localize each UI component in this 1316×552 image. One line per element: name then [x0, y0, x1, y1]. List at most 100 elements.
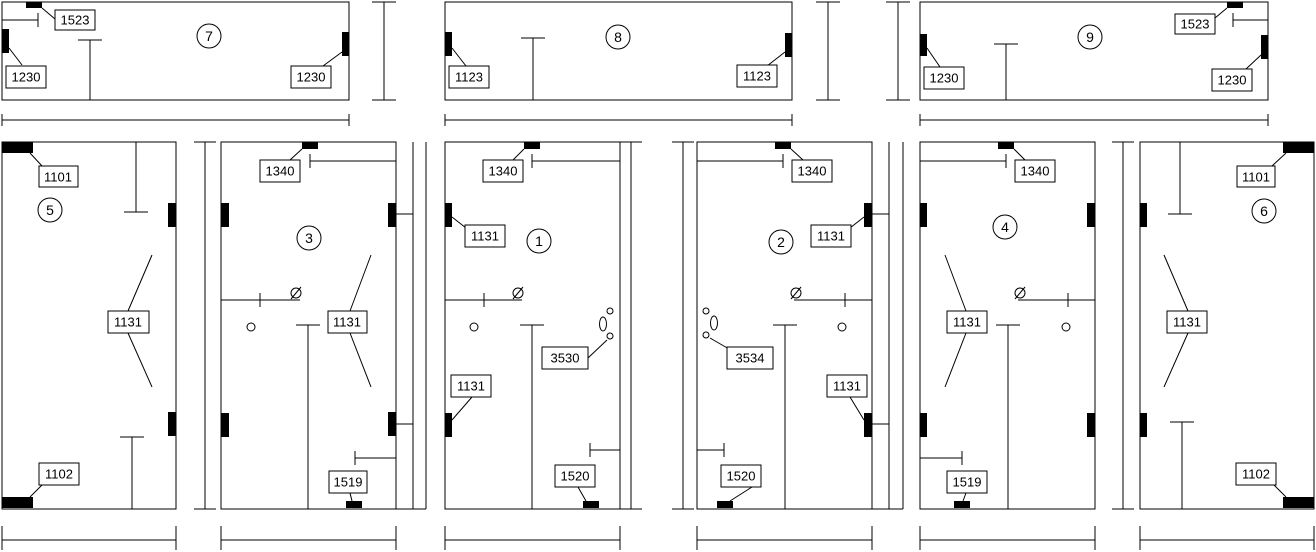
panel-number-text: 3: [305, 230, 313, 246]
part-label: 1230: [1211, 68, 1253, 92]
part-label-text: 1230: [1218, 73, 1247, 88]
part-label-text: 1520: [727, 469, 756, 484]
panel-3: 1340 1131 1519 3: [220, 141, 397, 550]
part-label-text: 1230: [12, 70, 41, 85]
part-label-text: 1102: [45, 467, 73, 482]
panel-number-text: 9: [1086, 29, 1094, 45]
side-wall: [620, 141, 642, 510]
side-wall: [872, 142, 904, 510]
part-label-text: 1131: [1173, 315, 1201, 330]
hinge-hole-symbol: [702, 307, 718, 339]
panel-4: 1340 1131 1519 4: [919, 141, 1096, 550]
part-label-text: 1340: [266, 164, 295, 179]
part-label-text: 1102: [1242, 467, 1270, 482]
part-label-text: 3534: [736, 351, 765, 366]
part-label-text: 1340: [489, 164, 518, 179]
part-label: 1123: [736, 64, 778, 88]
part-label-text: 1131: [333, 315, 361, 330]
part-label: 1523: [1174, 13, 1216, 35]
part-label-text: 1131: [833, 379, 861, 394]
part-label-text: 1523: [1181, 17, 1210, 32]
part-label: 1102: [38, 462, 80, 486]
part-label-text: 1101: [44, 170, 72, 185]
panel-number-text: 2: [777, 234, 785, 250]
drill-hole-symbol: [790, 286, 847, 332]
panel-number: 9: [1077, 24, 1103, 50]
panel-number: 4: [992, 214, 1018, 240]
panel-number: 5: [37, 197, 63, 223]
vertical-dimension: [372, 1, 396, 101]
panel-9: 1523 1230 1230 9: [919, 1, 1269, 126]
panel-5: 1101 1131 1102 5: [1, 141, 177, 550]
part-label: 1101: [38, 165, 79, 188]
panel-6: 1101 1131 1102 6: [1139, 141, 1315, 550]
drill-hole-symbol: [246, 286, 302, 332]
panel-number-text: 8: [614, 29, 622, 45]
side-wall: [672, 141, 694, 510]
panel-number: 6: [1251, 198, 1277, 224]
part-label: 1523: [54, 9, 96, 31]
drill-hole-symbol: [1014, 286, 1071, 332]
hinge-hole-symbol: [599, 307, 614, 340]
panel-7: 1523 1230 1230 7: [1, 1, 350, 126]
part-label: 1519: [328, 470, 368, 494]
part-label: 1131: [450, 374, 492, 398]
part-label: 1230: [5, 65, 47, 89]
panel-number-text: 5: [46, 202, 54, 218]
part-label: 1230: [290, 65, 332, 89]
panel-number: 8: [605, 24, 631, 50]
panel-2: 1340 1131 3534 1131 1520 2: [696, 141, 873, 550]
panel-number-text: 1: [535, 233, 543, 249]
part-label-text: 1131: [817, 229, 845, 244]
part-label-text: 1523: [61, 13, 90, 28]
part-label-text: 1131: [457, 379, 485, 394]
part-label: 1520: [720, 464, 762, 488]
part-label-text: 1131: [471, 229, 499, 244]
panel-1: 1340 1131 1131 3530 1520 1: [444, 141, 621, 550]
part-label: 1230: [923, 66, 965, 90]
part-label: 3530: [541, 346, 589, 370]
vertical-dimension: [886, 1, 910, 101]
part-label-text: 1340: [1021, 164, 1050, 179]
part-label: 3534: [726, 346, 774, 370]
part-label: 1131: [464, 224, 506, 248]
side-wall: [396, 142, 427, 510]
part-label-text: 1131: [114, 315, 142, 330]
part-label: 1102: [1235, 462, 1277, 486]
panel-number: 2: [768, 229, 794, 255]
part-label: 1131: [826, 374, 868, 398]
part-label-text: 1123: [455, 70, 483, 85]
part-label: 1131: [327, 310, 368, 334]
side-wall: [1112, 141, 1134, 510]
part-label: 1101: [1236, 165, 1276, 188]
panel-number-text: 6: [1260, 203, 1268, 219]
panel-number: 3: [296, 225, 322, 251]
vertical-dimension: [816, 1, 840, 101]
part-label: 1131: [946, 310, 988, 334]
part-label-text: 1519: [334, 475, 363, 490]
part-label-text: 1123: [743, 69, 771, 84]
part-label-text: 3530: [551, 351, 580, 366]
part-label-text: 1131: [953, 315, 981, 330]
part-label-text: 1101: [1242, 170, 1270, 185]
part-label-text: 1520: [561, 469, 590, 484]
part-label: 1520: [554, 464, 596, 488]
drill-hole-symbol: [469, 286, 524, 332]
part-label-text: 1340: [798, 164, 827, 179]
part-label: 1340: [791, 159, 833, 183]
part-label-text: 1230: [297, 70, 326, 85]
part-label-text: 1519: [953, 475, 982, 490]
side-wall: [194, 141, 216, 510]
panel-number: 7: [196, 23, 222, 49]
panel-number: 1: [526, 228, 552, 254]
part-label: 1340: [1014, 159, 1056, 183]
panel-8: 1123 1123 8: [444, 1, 793, 126]
part-label: 1131: [1166, 310, 1208, 334]
part-label: 1340: [259, 159, 301, 183]
panel-number-text: 4: [1001, 219, 1009, 235]
part-label-text: 1230: [930, 71, 959, 86]
part-label: 1131: [107, 310, 150, 334]
panel-number-text: 7: [205, 28, 213, 44]
part-label: 1519: [946, 470, 988, 494]
